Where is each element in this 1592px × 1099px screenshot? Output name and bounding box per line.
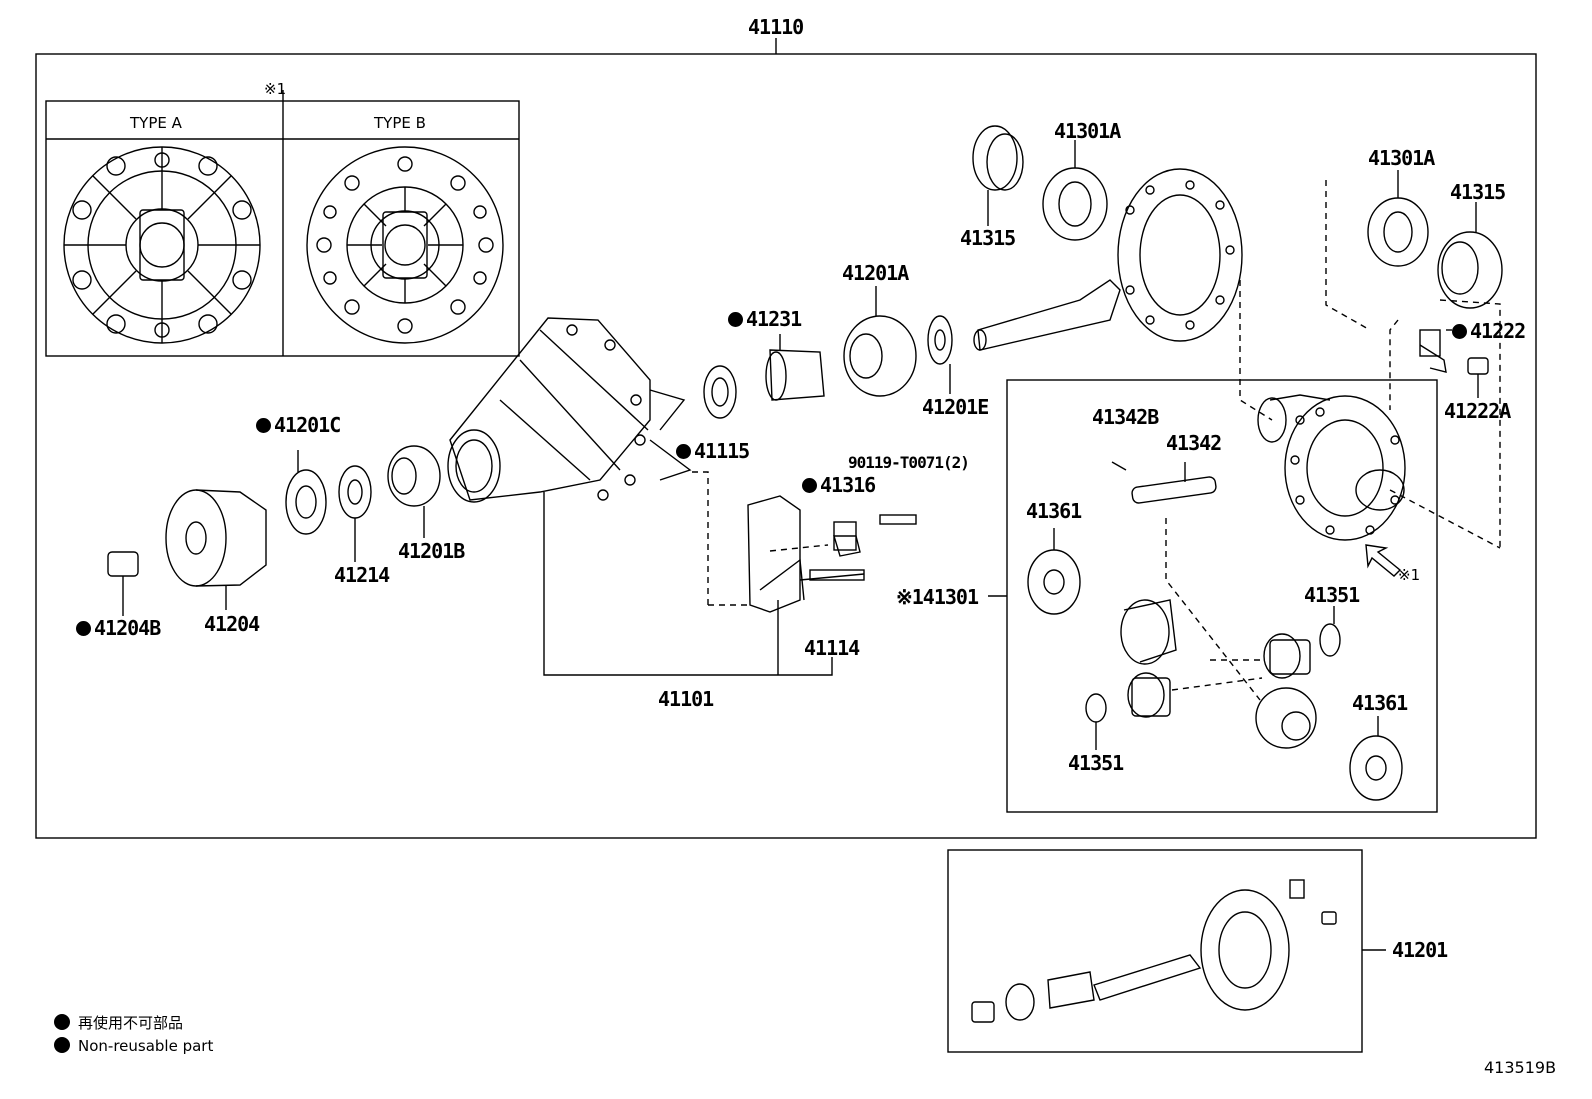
part-label-41301A-left[interactable]: 41301A [1054,119,1121,143]
part-label-41301[interactable]: ※141301 [896,585,979,609]
part-label-41204[interactable]: 41204 [204,612,260,636]
ring-gear-set-drawing [971,879,1337,1023]
part-label-41361-bottom[interactable]: 41361 [1352,691,1408,715]
spacer-drawing [765,334,825,401]
pinion-gear-top-drawing [1263,633,1311,679]
legend-jp-text: 再使用不可部品 [78,1014,184,1032]
reference-mark: ※1 [1398,566,1421,584]
non-reusable-dot-icon [54,1037,70,1053]
drive-pinion-nut-drawing [107,551,139,616]
part-label-41201B[interactable]: 41201B [398,539,465,563]
part-label-41201[interactable]: 41201 [1392,938,1448,962]
part-label-41201E[interactable]: 41201E [922,395,989,419]
side-gear-thrust-washer-drawing [1027,528,1081,615]
part-label-41351-left[interactable]: 41351 [1068,751,1124,775]
oil-slinger-drawing [338,465,372,562]
type-b-case-drawing [306,146,504,344]
type-a-heading: TYPE A [130,114,182,132]
legend-en: Non-reusable part [54,1037,213,1055]
part-label-41115[interactable]: 41115 [676,440,750,462]
side-gear-thrust-washer-right-drawing [1349,716,1403,801]
oil-seal-41115-drawing [703,365,737,419]
part-label-41301A-right[interactable]: 41301A [1368,146,1435,170]
legend-en-text: Non-reusable part [78,1037,214,1055]
diagram-code: 413519B [1484,1058,1557,1077]
ring-gear-set-frame [947,849,1363,1053]
side-gear-left-drawing [1120,599,1177,665]
pinion-thrust-washer-left-drawing [1085,693,1107,750]
type-a-case-drawing [63,146,261,344]
part-label-41101[interactable]: 41101 [658,687,714,711]
drive-pinion-ring-gear-drawing [973,168,1243,351]
differential-case-drawing [1257,394,1406,541]
bearing-cup-right-drawing [1437,202,1503,309]
part-label-90119-T0071[interactable]: 90119-T0071(2) [848,453,970,472]
part-label-41214[interactable]: 41214 [334,563,390,587]
part-label-41351-right[interactable]: 41351 [1304,583,1360,607]
part-label-41204B[interactable]: 41204B [76,617,161,639]
part-label-41342[interactable]: 41342 [1166,431,1222,455]
differential-pinion-shaft-drawing [1111,461,1217,504]
part-label-41361-top[interactable]: 41361 [1026,499,1082,523]
part-label-41114[interactable]: 41114 [804,636,860,660]
part-label-41342B[interactable]: 41342B [1092,405,1159,429]
carrier-housing-drawing [447,317,692,503]
part-label-41201A[interactable]: 41201A [842,261,909,285]
part-label-41222A[interactable]: 41222A [1444,399,1511,423]
front-bearing-drawing [387,445,441,538]
part-label-41231[interactable]: 41231 [728,308,802,330]
type-b-heading: TYPE B [374,114,426,132]
part-label-41110[interactable]: 41110 [748,15,804,39]
rear-bearing-drawing [843,286,917,397]
differential-case-frame [1006,379,1438,813]
assembly-41110-frame [35,53,1537,839]
bearing-cone-left-drawing [1042,140,1108,241]
part-label-41201C[interactable]: 41201C [256,414,341,436]
part-label-41316[interactable]: 41316 [802,474,876,496]
side-gear-right-drawing [1255,687,1317,749]
type-mark: ※1 [264,80,287,98]
legend-jp: 再使用不可部品 [54,1012,183,1033]
non-reusable-dot-icon [54,1014,70,1030]
part-label-41222[interactable]: 41222 [1452,320,1526,342]
companion-flange-drawing [165,489,267,610]
oil-seal-drawing [285,450,327,535]
bearing-cone-right-drawing [1367,170,1429,267]
adjusting-lock-drawing [1419,329,1489,398]
bearing-cap-drawing [747,495,917,613]
part-label-41315-right[interactable]: 41315 [1450,180,1506,204]
part-label-41315-left[interactable]: 41315 [960,226,1016,250]
bearing-cup-left-drawing [972,125,1024,226]
pinion-thrust-washer-right-drawing [1319,606,1341,657]
pinion-gear-bottom-drawing [1127,672,1171,718]
washer-drawing [927,315,953,394]
